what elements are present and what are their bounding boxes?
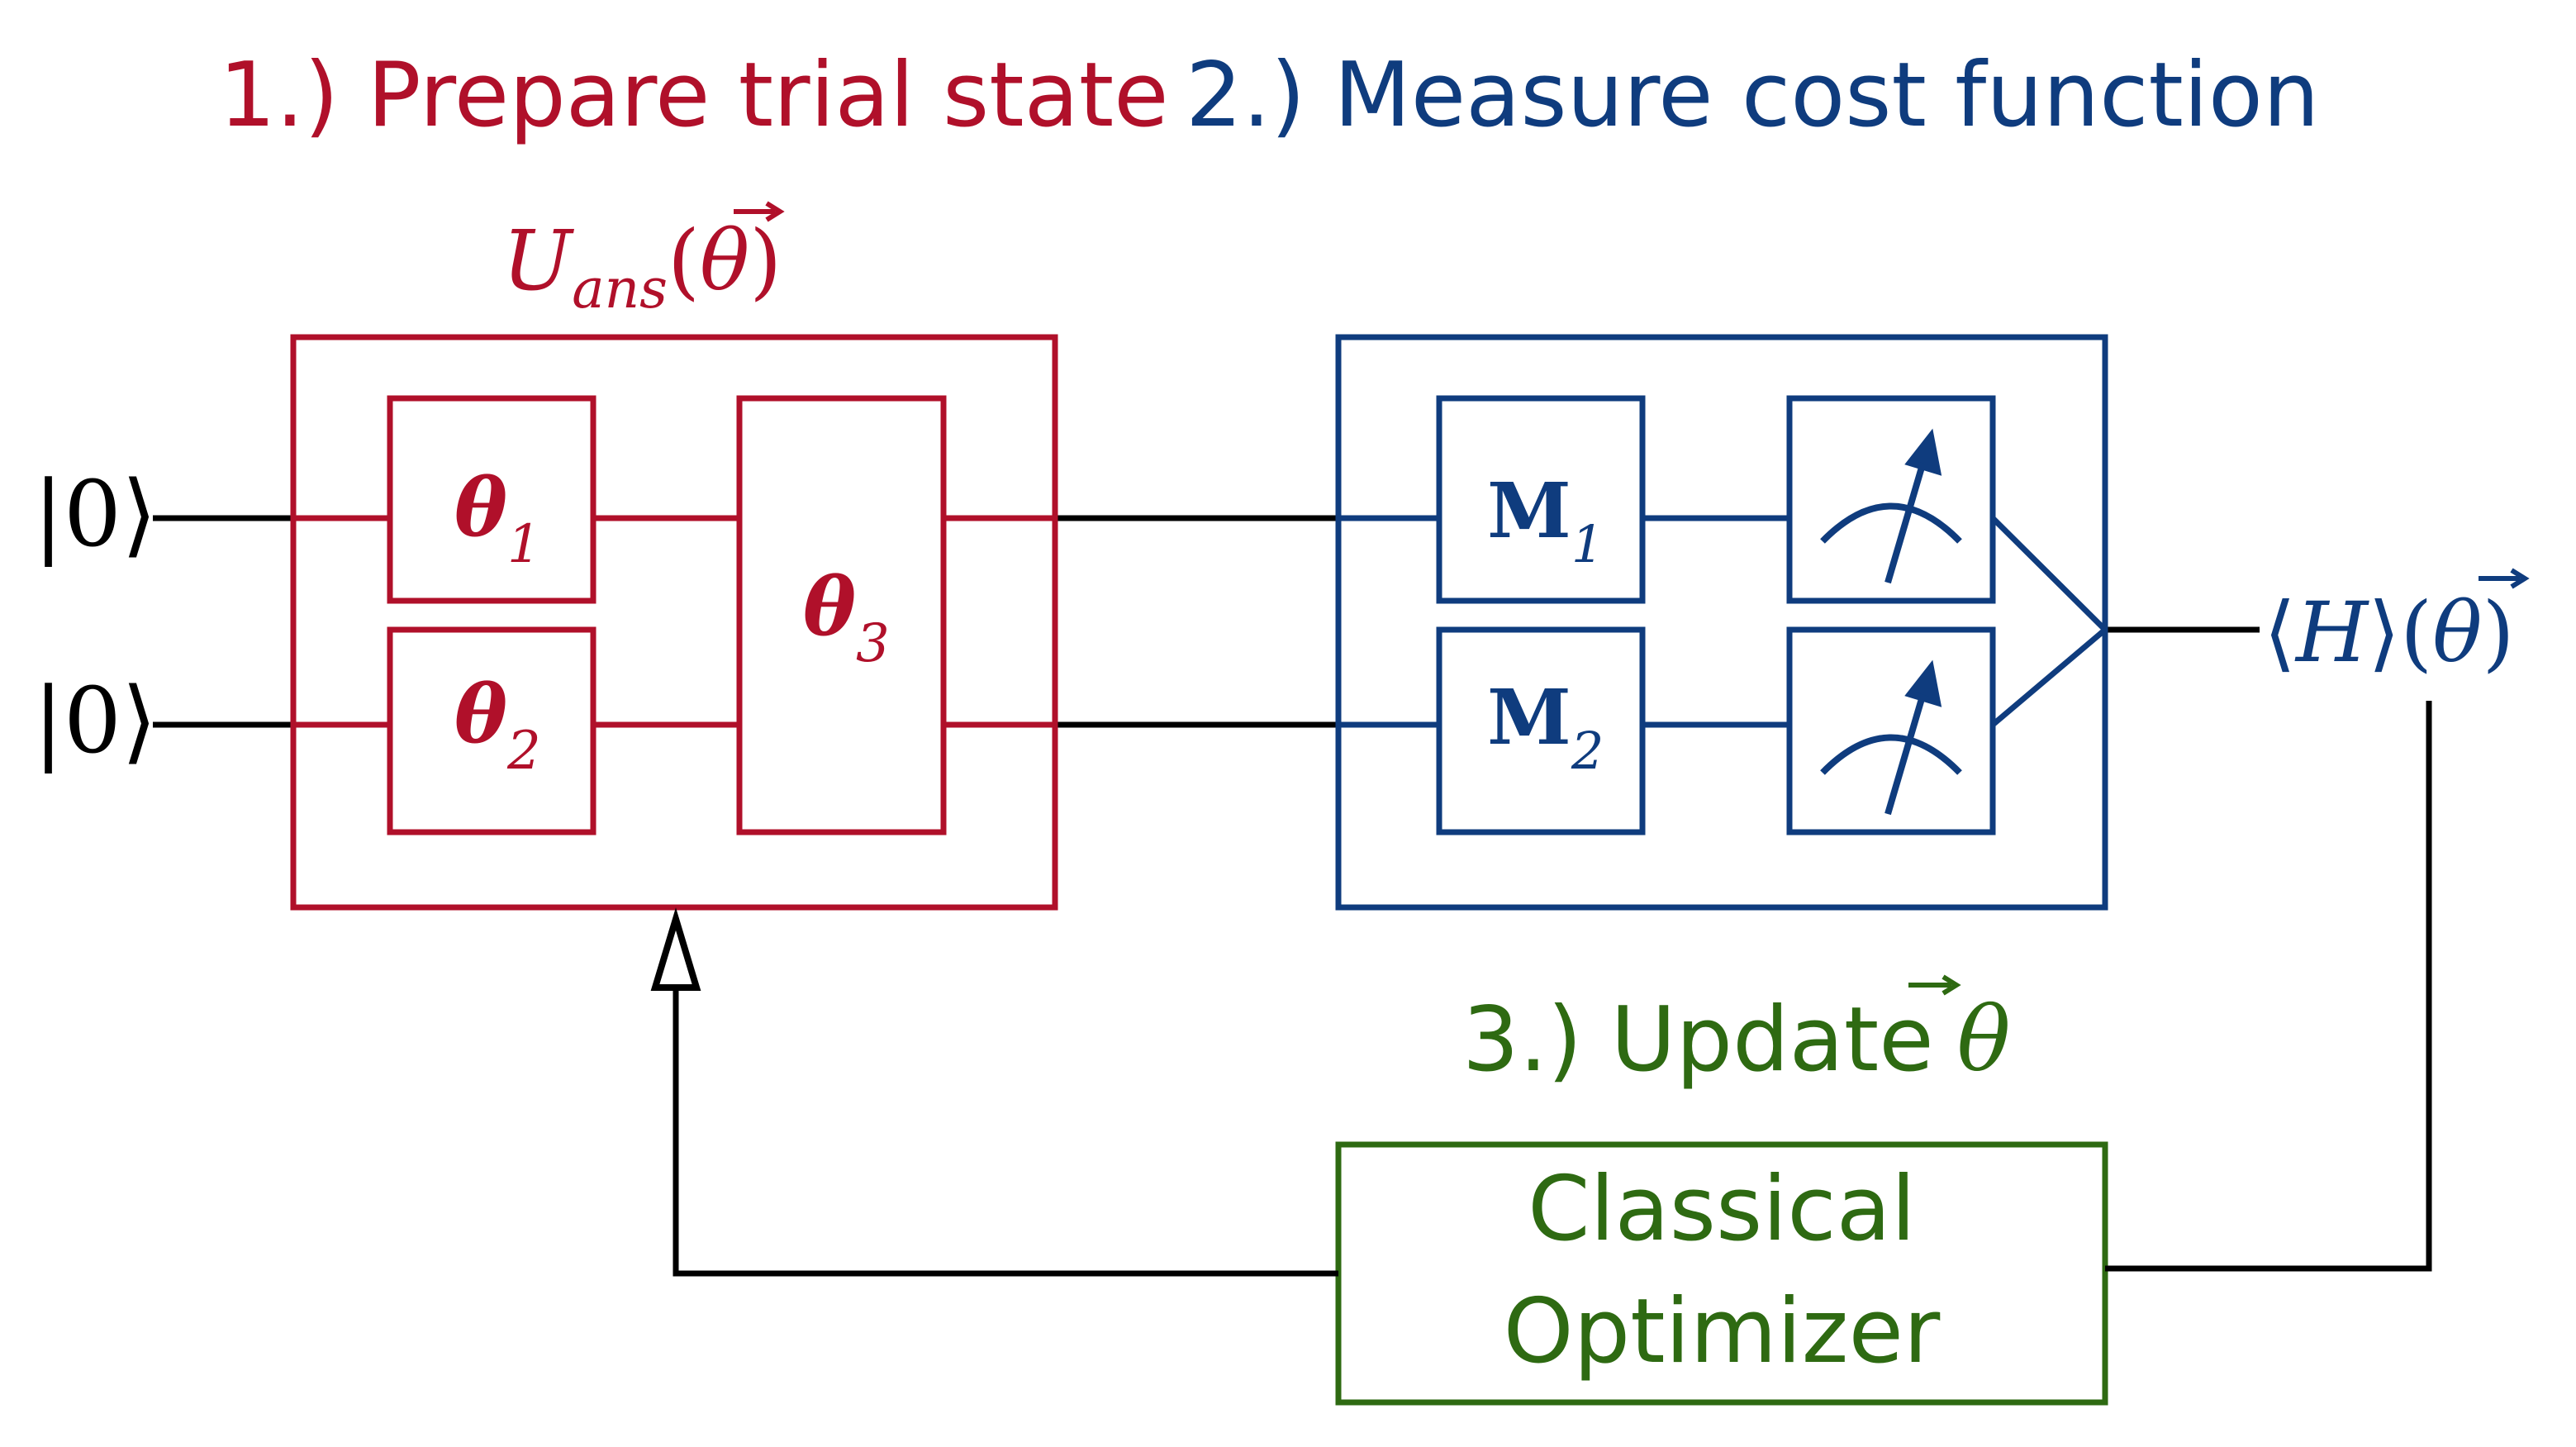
feedback-arrowhead xyxy=(650,907,701,991)
prepare-block xyxy=(290,334,1058,911)
svg-text:⟨H⟩(θ): ⟨H⟩(θ) xyxy=(2264,584,2515,681)
meter-1-needle-head xyxy=(1904,428,1942,476)
gate-2-index: 2 xyxy=(506,721,541,782)
gate-label-2: θ2 xyxy=(454,668,541,782)
output-argument: θ xyxy=(2432,584,2482,681)
meter-box-1 xyxy=(1786,395,1996,604)
output-label: ⟨H⟩(θ) xyxy=(2264,568,2530,681)
ansatz-vector-arrowhead xyxy=(765,201,785,222)
heading-measure: 2.) Measure cost function xyxy=(1186,44,2319,147)
output-open-bracket: ⟨ xyxy=(2264,584,2296,681)
measurement-label-2: M2 xyxy=(1487,673,1604,781)
update-vector-arrowhead xyxy=(1942,974,1961,996)
measurement-2-index: 2 xyxy=(1571,721,1604,781)
optimizer-line-1: Classical xyxy=(1528,1158,1916,1261)
gate-labels: θ1 θ2 θ3 xyxy=(454,461,890,782)
ansatz-close-paren: ) xyxy=(749,212,782,309)
output-vector-arrowhead xyxy=(2510,568,2530,589)
measurement-box-2 xyxy=(1436,626,1646,835)
output-operator: H xyxy=(2294,584,2369,681)
gate-label-1: θ1 xyxy=(454,461,541,575)
gate-3-index: 3 xyxy=(856,613,890,674)
feedback-from-output xyxy=(2105,701,2432,1272)
gate-3-symbol: θ xyxy=(803,560,856,654)
gate-box-1 xyxy=(387,395,596,604)
output-close-paren: ) xyxy=(2482,584,2514,681)
gate-1-index: 1 xyxy=(507,514,541,575)
ansatz-label: Uans(θ) xyxy=(502,201,785,321)
ansatz-open-paren: ( xyxy=(668,212,700,309)
combine-line-1 xyxy=(1990,516,2108,632)
quantum-wires xyxy=(153,515,2260,728)
meter-1-arc xyxy=(1820,502,1962,544)
gate-label-3: θ3 xyxy=(803,560,890,674)
measure-block xyxy=(1335,334,2108,911)
measurement-labels: M1 M2 xyxy=(1487,466,1604,781)
gate-box-3 xyxy=(736,395,947,835)
meter-2-needle-head xyxy=(1904,659,1942,707)
gate-box-2 xyxy=(387,626,596,835)
ansatz-symbol: U xyxy=(502,212,575,309)
combine-line-2 xyxy=(1990,627,2108,727)
measurement-2-symbol: M xyxy=(1487,673,1571,762)
measurement-label-1: M1 xyxy=(1487,466,1604,574)
output-close-bracket: ⟩( xyxy=(2368,584,2432,681)
feedback-to-ansatz xyxy=(673,988,1338,1277)
measure-box xyxy=(1335,334,2108,911)
input-ket-2: |0⟩ xyxy=(33,668,157,773)
meter-box-2 xyxy=(1786,626,1996,835)
svg-text:Uans(θ): Uans(θ) xyxy=(502,212,782,321)
measurement-1-symbol: M xyxy=(1487,466,1571,555)
heading-prepare: 1.) Prepare trial state xyxy=(219,44,1169,147)
optimizer-line-2: Optimizer xyxy=(1504,1280,1941,1383)
ansatz-argument: θ xyxy=(700,212,749,309)
ansatz-box xyxy=(290,334,1058,911)
measurement-1-index: 1 xyxy=(1571,514,1604,574)
meter-2-arc xyxy=(1820,734,1962,775)
feedback-loop xyxy=(673,701,2432,1277)
gate-2-symbol: θ xyxy=(454,668,507,761)
input-ket-1: |0⟩ xyxy=(33,461,157,567)
update-heading: 3.) Update xyxy=(1462,988,1934,1092)
measurement-box-1 xyxy=(1436,395,1646,604)
gate-1-symbol: θ xyxy=(454,461,507,555)
measurement-meter-icon xyxy=(1820,428,1962,816)
update-symbol: θ xyxy=(1957,988,2011,1092)
ansatz-subscript: ans xyxy=(572,257,668,321)
